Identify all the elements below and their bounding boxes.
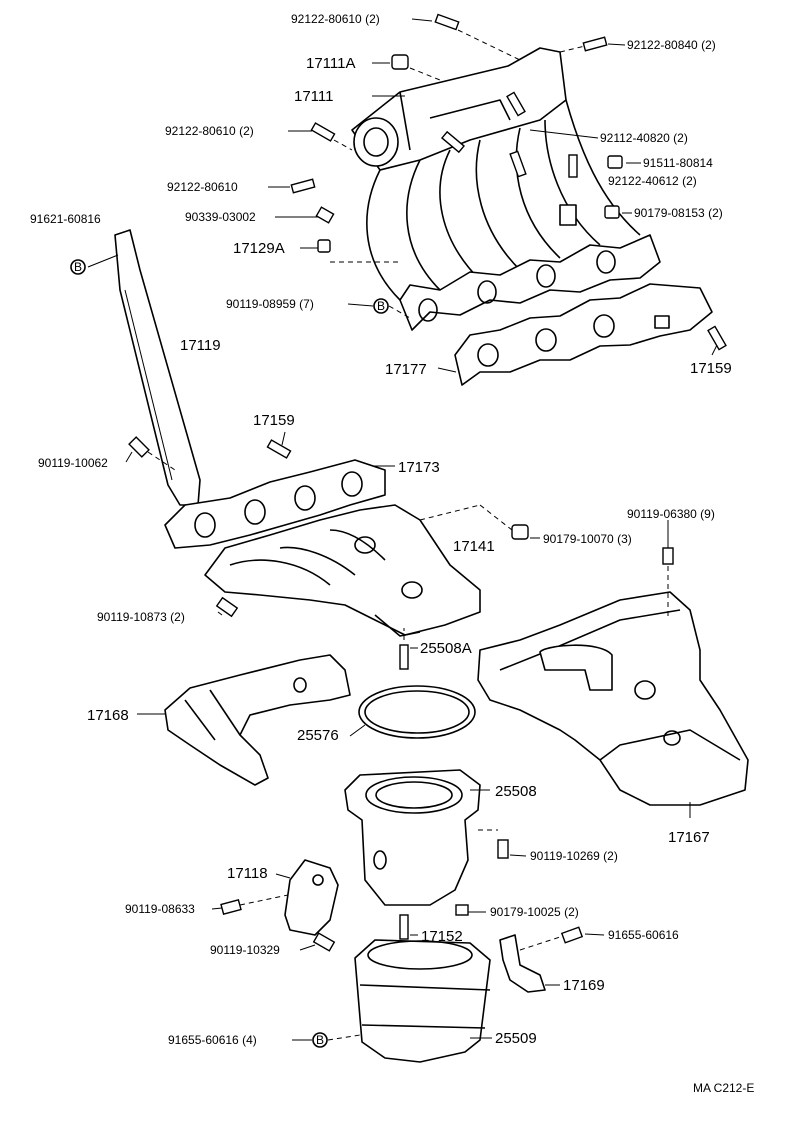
label-91655-60616: 91655-60616 [608,928,679,942]
label-90119-08633: 90119-08633 [125,902,195,916]
label-17169: 17169 [563,977,605,994]
label-90179-10025: 90179-10025 (2) [490,905,579,919]
label-17111a: 17111A [306,55,356,72]
label-90119-10062: 90119-10062 [38,456,108,470]
badge-b: B [373,298,389,314]
label-92112-40820: 92112-40820 (2) [600,131,688,145]
converter-bracket [284,859,339,936]
label-90119-08959: 90119-08959 (7) [226,297,314,311]
label-92122-80840: 92122-80840 (2) [627,38,716,52]
label-90119-10329: 90119-10329 [210,943,280,957]
insulator-bracket [499,934,546,993]
label-91511-80814: 91511-80814 [643,156,713,170]
svg-text:B: B [377,299,385,313]
converter-insulator [354,939,491,1063]
label-17159-right: 17159 [690,360,732,377]
label-17168: 17168 [87,707,129,724]
label-91655-60616-4: 91655-60616 (4) [168,1033,257,1047]
label-17159: 17159 [253,412,295,429]
label-17167: 17167 [668,829,710,846]
label-90119-10873: 90119-10873 (2) [97,610,185,624]
label-90119-06380: 90119-06380 (9) [627,507,715,521]
bolt-badges: B B B [70,259,389,1048]
ring-gasket [358,685,476,739]
svg-text:B: B [316,1033,324,1047]
exhaust-heat-insulator [477,591,749,806]
label-90179-08153: 90179-08153 (2) [634,206,723,220]
label-25509: 25509 [495,1030,537,1047]
label-17111: 17111 [294,88,334,105]
drawing-code: MA C212-E [693,1081,754,1095]
label-91621-60816: 91621-60816 [30,212,101,226]
label-92122-80610: 92122-80610 [167,180,238,194]
manifold-stay [114,229,201,506]
exhaust-manifold [204,504,481,637]
label-17177: 17177 [385,361,427,378]
label-17152: 17152 [421,928,463,945]
label-25576: 25576 [297,727,339,744]
svg-text:B: B [74,260,82,274]
upper-heat-insulator [164,654,351,786]
badge-b: B [70,259,86,275]
intake-manifold [351,47,661,331]
catalytic-converter [344,769,481,906]
leader-lines [87,18,718,1041]
label-90339-03002: 90339-03002 [185,210,256,224]
badge-b: B [312,1032,328,1048]
label-17129a: 17129A [233,240,285,257]
fasteners [128,13,727,952]
label-17141: 17141 [453,538,495,555]
label-17173: 17173 [398,459,440,476]
label-25508a: 25508A [420,640,472,657]
label-25508: 25508 [495,783,537,800]
label-92122-80610-top: 92122-80610 (2) [291,12,380,26]
intake-gasket [454,283,713,386]
label-92122-80610-2: 92122-80610 (2) [165,124,254,138]
exhaust-gasket [164,459,386,549]
label-90119-10269: 90119-10269 (2) [530,849,618,863]
part-labels: 92122-80610 (2) 92122-80840 (2) 17111A 1… [30,12,754,1095]
label-17118: 17118 [227,865,268,882]
label-17119: 17119 [180,337,221,354]
label-92122-40612: 92122-40612 (2) [608,174,697,188]
label-90179-10070: 90179-10070 (3) [543,532,632,546]
